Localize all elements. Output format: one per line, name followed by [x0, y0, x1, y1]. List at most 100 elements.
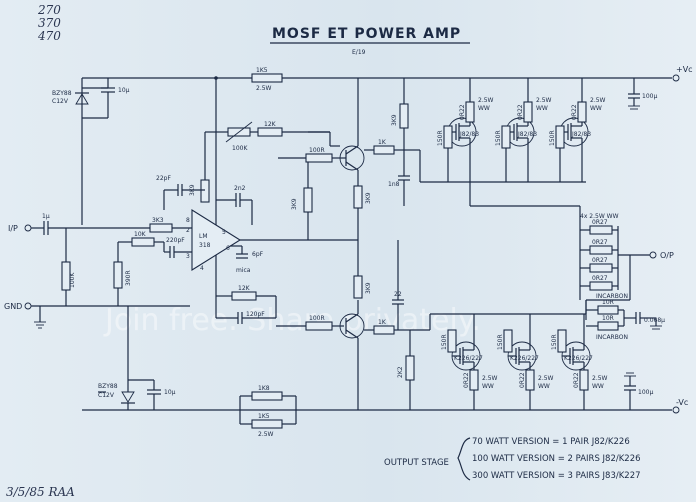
res-3k9-mid: 3K9 — [278, 185, 372, 241]
source-rating-top-1: 2.5W — [590, 97, 606, 104]
svg-text:10K: 10K — [134, 231, 147, 238]
svg-text:I/P: I/P — [8, 224, 18, 233]
source-res-bottom — [579, 369, 589, 391]
res-12k-top: 12K — [257, 121, 330, 137]
source-res-bottom-label: 0R22 — [573, 372, 580, 388]
res-3k9-left: 3K9 — [189, 132, 210, 203]
cap-22pf: 22pF — [156, 175, 205, 210]
corner-note-1: 270 — [37, 3, 61, 17]
svg-text:100µ: 100µ — [642, 93, 657, 100]
source-res-bottom-label: 0R22 — [463, 372, 470, 388]
mosfet-bottom-part: K226/227 — [454, 355, 483, 362]
driver-transistor-top — [339, 78, 365, 186]
svg-text:0R27: 0R27 — [592, 239, 608, 246]
source-rating-bottom-1: 2.5W — [482, 375, 498, 382]
date-signature: 3/5/85 RAA — [6, 485, 75, 499]
svg-text:6: 6 — [226, 245, 230, 252]
res-1k-bottom: 1K — [364, 319, 410, 335]
source-res-top — [577, 101, 587, 123]
corner-note-2: 370 — [38, 16, 61, 30]
svg-text:INCARBON: INCARBON — [596, 334, 628, 341]
svg-text:390R: 390R — [125, 270, 132, 286]
svg-text:3K9: 3K9 — [391, 114, 398, 126]
positive-rail: +Vc — [82, 65, 693, 82]
svg-text:3: 3 — [186, 253, 190, 260]
svg-text:100K: 100K — [232, 145, 248, 152]
res-12k-bottom: 12K — [215, 270, 276, 301]
source-rating-top-2: WW — [536, 105, 548, 112]
mosfet-top-part: J82/83 — [459, 131, 479, 138]
res-1k5-top: 1K5 2.5W — [251, 67, 283, 92]
output-stage-notes: OUTPUT STAGE 70 WATT VERSION = 1 PAIR J8… — [384, 437, 641, 481]
res-3k3: 3K3 — [149, 217, 192, 233]
svg-text:100R: 100R — [309, 315, 325, 322]
gate-res-top-label: 150R — [495, 130, 502, 146]
source-res-top-label: 0R22 — [459, 104, 466, 120]
svg-text:0.068µ: 0.068µ — [644, 317, 665, 324]
svg-text:120pF: 120pF — [246, 311, 265, 318]
vplus-label: +Vc — [676, 65, 693, 74]
svg-text:GND: GND — [4, 302, 22, 311]
svg-text:2n2: 2n2 — [234, 185, 246, 192]
svg-text:12K: 12K — [264, 121, 277, 128]
gate-res-top — [555, 125, 565, 149]
svg-text:INCARBON: INCARBON — [596, 293, 628, 300]
svg-text:10µ: 10µ — [164, 389, 176, 396]
cap-1n8: 1n8 — [388, 150, 410, 206]
gate-res-bottom — [557, 329, 567, 353]
input-terminal: I/P 1µ — [8, 213, 150, 235]
res-3k9-low: 3K9 — [353, 240, 372, 299]
gate-res-top — [443, 125, 453, 149]
source-res-top-label: 0R22 — [571, 104, 578, 120]
res-1k-top: 1K — [364, 139, 404, 155]
zener-top-type: BZY88 — [52, 90, 72, 97]
svg-text:3K9: 3K9 — [365, 192, 372, 204]
svg-text:1K5: 1K5 — [258, 413, 270, 420]
gate-res-bottom — [503, 329, 513, 353]
res-3k9-gate-top: 3K9 — [391, 78, 409, 150]
gate-res-bottom-label: 150R — [551, 334, 558, 350]
cap-2n2: 2n2 — [216, 185, 253, 225]
source-rating-bottom-2: WW — [592, 383, 604, 390]
svg-text:mica: mica — [236, 267, 251, 274]
gate-res-bottom — [447, 329, 457, 353]
source-rating-bottom-1: 2.5W — [538, 375, 554, 382]
zobel-network: INCARBON 10R 10R INCARBON 0.068µ — [585, 255, 665, 341]
source-res-top — [523, 101, 533, 123]
mosfet-bottom-part: K226/227 — [564, 355, 593, 362]
svg-text:1n8: 1n8 — [388, 181, 400, 188]
source-res-bottom — [525, 369, 535, 391]
res-2k2-bottom-gate: 2K2 — [397, 330, 415, 410]
svg-text:12K: 12K — [238, 285, 251, 292]
svg-text:2K2: 2K2 — [397, 366, 404, 378]
corner-note-3: 470 — [37, 29, 61, 43]
res-1k8-and-1k5-bottom: 1K8 1K5 2.5W — [239, 385, 297, 438]
cap-100u-top: 100µ — [628, 78, 657, 110]
svg-text:3K9: 3K9 — [365, 282, 372, 294]
source-rating-bottom-1: 2.5W — [592, 375, 608, 382]
gate-res-bottom-label: 150R — [497, 334, 504, 350]
version-100w: 100 WATT VERSION = 2 PAIRS J82/K226 — [472, 454, 641, 464]
cap-10u-top-label: 10µ — [118, 87, 130, 94]
source-rating-top-2: WW — [590, 105, 602, 112]
version-70w: 70 WATT VERSION = 1 PAIR J82/K226 — [472, 437, 630, 447]
version-300w: 300 WATT VERSION = 3 PAIRS J83/K227 — [472, 471, 641, 481]
svg-text:3K9: 3K9 — [291, 198, 298, 210]
watermark-text: Join free. Share privately. — [103, 303, 481, 338]
cap-220pf: 220pF — [163, 237, 192, 258]
svg-text:8: 8 — [186, 217, 190, 224]
svg-text:2: 2 — [186, 227, 190, 234]
cap-120pf: 120pF — [215, 296, 277, 324]
svg-text:LM: LM — [199, 233, 208, 240]
source-rating-top-2: WW — [478, 105, 490, 112]
svg-text:0R27: 0R27 — [592, 257, 608, 264]
zener-supply-bottom: BZY88 C12V 10µ — [98, 306, 176, 410]
gate-res-bottom-label: 150R — [441, 334, 448, 350]
